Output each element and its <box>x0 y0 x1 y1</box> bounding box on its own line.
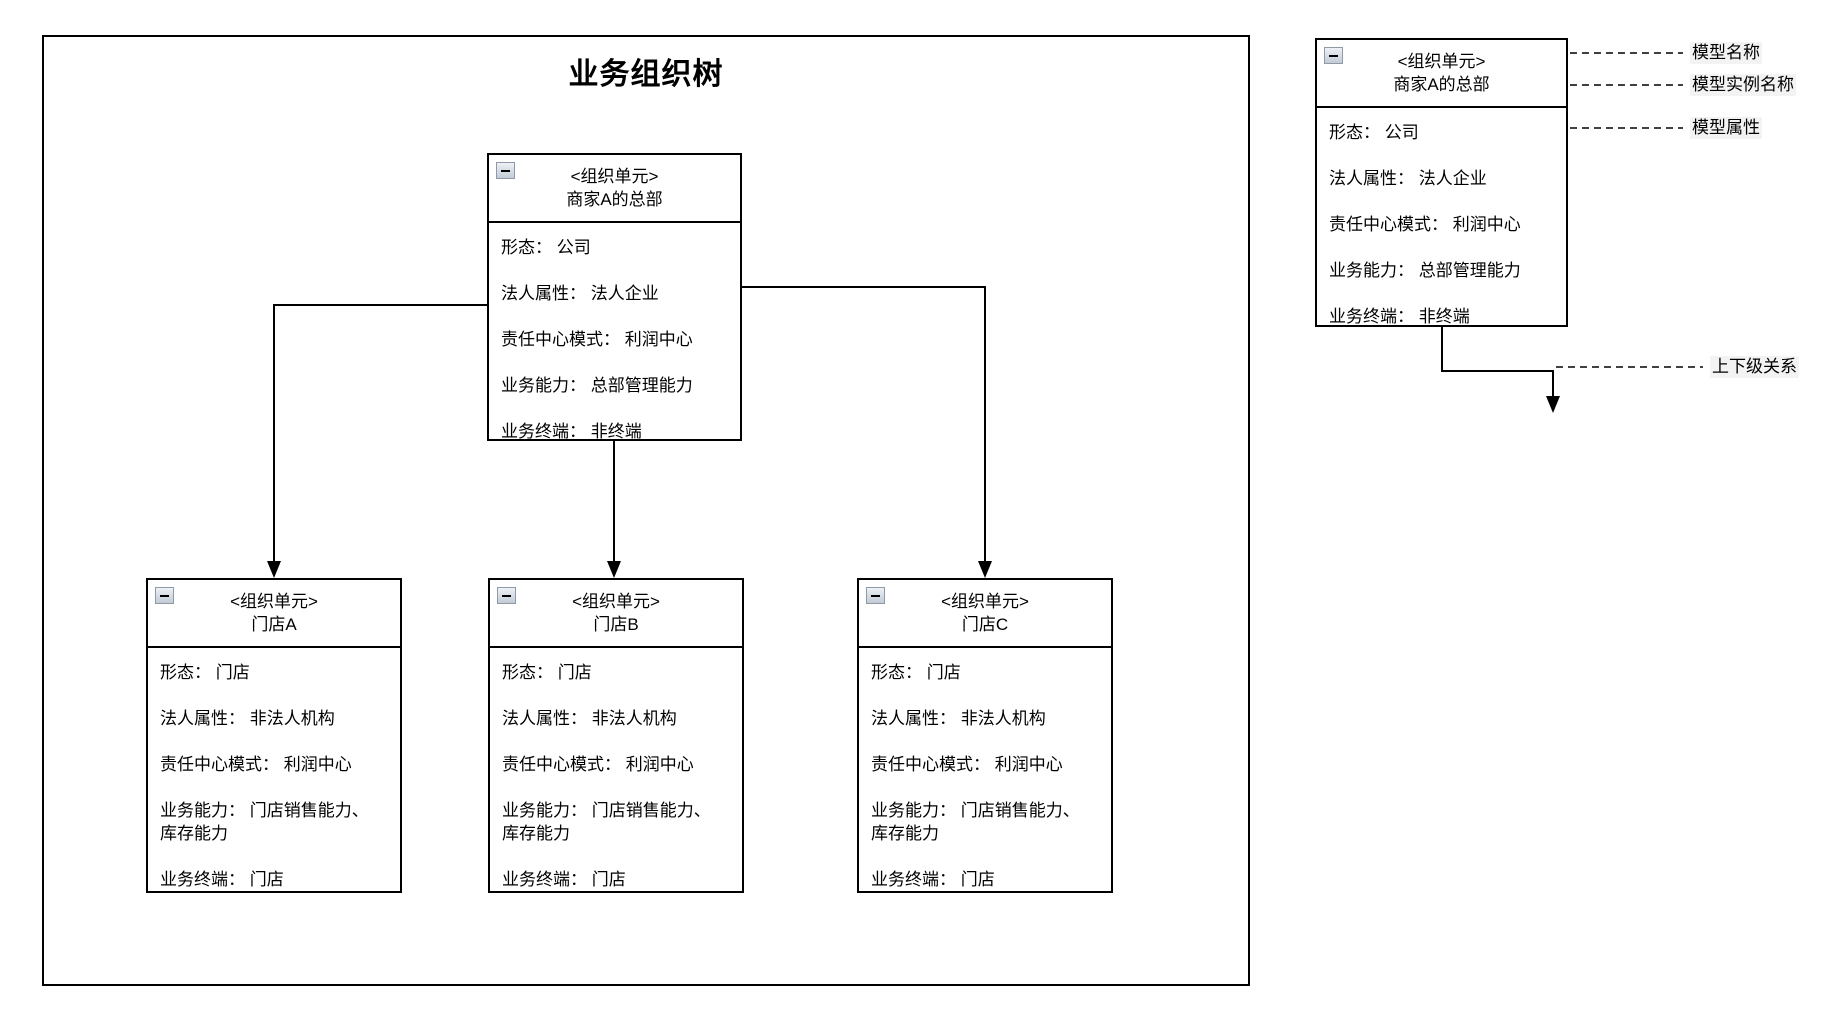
annotation-hierarchy-relation: 上下级关系 <box>1710 356 1799 378</box>
node-attribute: 业务终端： 非终端 <box>501 422 642 441</box>
node-attribute: 责任中心模式： 利润中心 <box>160 755 352 774</box>
node-instance-name: 门店C <box>961 615 1009 634</box>
node-instance-name: 门店A <box>251 615 297 634</box>
node-stereotype: <组织单元> <box>1397 52 1486 71</box>
collapse-icon[interactable] <box>496 162 515 179</box>
node-attribute: 业务能力： 门店销售能力、 库存能力 <box>871 801 1080 843</box>
legend-hierarchy-connector[interactable] <box>1441 327 1554 397</box>
node-attribute: 法人属性： 非法人机构 <box>502 709 677 728</box>
node-instance-name: 商家A的总部 <box>1393 75 1490 94</box>
node-attribute: 责任中心模式： 利润中心 <box>871 755 1063 774</box>
node-attribute: 业务终端： 门店 <box>502 870 626 889</box>
connector-hq-to-store-a[interactable] <box>273 304 487 562</box>
legend-arrowhead <box>1546 396 1560 413</box>
node-attribute: 形态： 门店 <box>160 663 250 682</box>
node-stereotype: <组织单元> <box>572 592 660 611</box>
node-attribute: 形态： 门店 <box>502 663 592 682</box>
minus-glyph <box>502 594 511 597</box>
annotation-model-attribute: 模型属性 <box>1690 117 1762 139</box>
node-body: 形态： 门店 法人属性： 非法人机构 责任中心模式： 利润中心 业务能力： 门店… <box>859 648 1111 899</box>
node-body: 形态： 门店 法人属性： 非法人机构 责任中心模式： 利润中心 业务能力： 门店… <box>490 648 742 899</box>
node-attribute: 业务终端： 门店 <box>871 870 995 889</box>
node-attribute: 形态： 公司 <box>1329 123 1419 142</box>
diagram-title: 业务组织树 <box>568 58 724 91</box>
org-unit-node-hq[interactable]: <组织单元> 商家A的总部 形态： 公司 法人属性： 法人企业 责任中心模式： … <box>487 153 742 441</box>
node-attribute: 形态： 公司 <box>501 238 591 257</box>
collapse-icon[interactable] <box>497 587 516 604</box>
collapse-icon[interactable] <box>155 587 174 604</box>
node-body: 形态： 公司 法人属性： 法人企业 责任中心模式： 利润中心 业务能力： 总部管… <box>1317 108 1566 336</box>
legend-org-unit-node[interactable]: <组织单元> 商家A的总部 形态： 公司 法人属性： 法人企业 责任中心模式： … <box>1315 38 1568 327</box>
collapse-icon[interactable] <box>866 587 885 604</box>
minus-glyph <box>1329 54 1338 57</box>
minus-glyph <box>160 594 169 597</box>
node-attribute: 形态： 门店 <box>871 663 961 682</box>
node-attribute: 责任中心模式： 利润中心 <box>1329 215 1521 234</box>
node-attribute: 法人属性： 法人企业 <box>1329 169 1487 188</box>
node-attribute: 法人属性： 法人企业 <box>501 284 659 303</box>
node-attribute: 业务能力： 总部管理能力 <box>1329 261 1521 280</box>
node-header: <组织单元> 门店C <box>859 580 1111 648</box>
node-stereotype: <组织单元> <box>230 592 318 611</box>
node-attribute: 业务终端： 非终端 <box>1329 307 1470 326</box>
node-attribute: 责任中心模式： 利润中心 <box>502 755 694 774</box>
node-attribute: 业务终端： 门店 <box>160 870 284 889</box>
node-body: 形态： 门店 法人属性： 非法人机构 责任中心模式： 利润中心 业务能力： 门店… <box>148 648 400 899</box>
node-attribute: 法人属性： 非法人机构 <box>160 709 335 728</box>
org-unit-node-store-a[interactable]: <组织单元> 门店A 形态： 门店 法人属性： 非法人机构 责任中心模式： 利润… <box>146 578 402 893</box>
minus-glyph <box>501 169 510 172</box>
node-instance-name: 门店B <box>593 615 639 634</box>
node-header: <组织单元> 商家A的总部 <box>1317 40 1566 108</box>
collapse-icon[interactable] <box>1324 47 1343 64</box>
node-attribute: 业务能力： 门店销售能力、 库存能力 <box>502 801 711 843</box>
node-body: 形态： 公司 法人属性： 法人企业 责任中心模式： 利润中心 业务能力： 总部管… <box>489 223 740 451</box>
node-header: <组织单元> 商家A的总部 <box>489 155 740 223</box>
node-instance-name: 商家A的总部 <box>566 190 663 209</box>
org-unit-node-store-c[interactable]: <组织单元> 门店C 形态： 门店 法人属性： 非法人机构 责任中心模式： 利润… <box>857 578 1113 893</box>
connector-hq-to-store-c[interactable] <box>740 286 986 562</box>
node-attribute: 法人属性： 非法人机构 <box>871 709 1046 728</box>
annotation-model-name: 模型名称 <box>1690 42 1762 64</box>
org-unit-node-store-b[interactable]: <组织单元> 门店B 形态： 门店 法人属性： 非法人机构 责任中心模式： 利润… <box>488 578 744 893</box>
node-attribute: 业务能力： 门店销售能力、 库存能力 <box>160 801 369 843</box>
node-stereotype: <组织单元> <box>570 167 659 186</box>
annotation-model-instance-name: 模型实例名称 <box>1690 74 1796 96</box>
node-header: <组织单元> 门店A <box>148 580 400 648</box>
node-header: <组织单元> 门店B <box>490 580 742 648</box>
node-attribute: 责任中心模式： 利润中心 <box>501 330 693 349</box>
node-attribute: 业务能力： 总部管理能力 <box>501 376 693 395</box>
node-stereotype: <组织单元> <box>941 592 1029 611</box>
minus-glyph <box>871 594 880 597</box>
